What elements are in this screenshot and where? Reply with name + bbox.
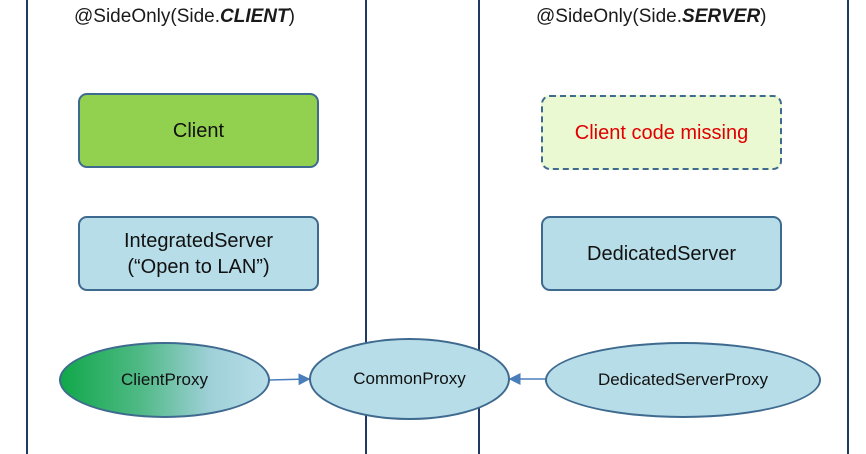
open-to-lan-label: (“Open to LAN”) <box>127 255 270 278</box>
dedicated-server-proxy-label: DedicatedServerProxy <box>597 370 769 389</box>
client-code-missing-label: Client code missing <box>574 121 749 144</box>
integrated-server-label: IntegratedServer <box>124 229 273 252</box>
client-box-label: Client <box>172 119 225 142</box>
client-heading-side: CLIENT <box>220 6 289 27</box>
server-heading-side: SERVER <box>682 6 761 27</box>
divider-center-left <box>365 0 367 454</box>
client-heading-prefix: @SideOnly(Side. <box>74 6 221 27</box>
client-code-missing-box: Client code missing <box>541 95 782 170</box>
dedicated-server-proxy-ellipse: DedicatedServerProxy <box>545 342 821 418</box>
common-proxy-label: CommonProxy <box>353 369 466 388</box>
common-proxy-ellipse: CommonProxy <box>309 338 510 420</box>
server-side-heading: @SideOnly(Side.SERVER) <box>536 6 767 28</box>
dedicated-server-label: DedicatedServer <box>587 242 736 265</box>
divider-right-outer <box>847 0 849 454</box>
client-side-heading: @SideOnly(Side.CLIENT) <box>74 6 295 28</box>
server-heading-prefix: @SideOnly(Side. <box>536 6 683 27</box>
client-heading-suffix: ) <box>288 6 295 27</box>
client-box: Client <box>78 93 319 168</box>
dedicated-server-box: DedicatedServer <box>541 216 782 291</box>
divider-center-right <box>478 0 480 454</box>
server-heading-suffix: ) <box>760 6 767 27</box>
integrated-server-box: IntegratedServer (“Open to LAN”) <box>78 216 319 291</box>
divider-left-outer <box>26 0 28 454</box>
client-to-common-arrow <box>268 373 311 386</box>
client-proxy-label: ClientProxy <box>121 370 208 389</box>
client-proxy-ellipse: ClientProxy <box>59 342 270 418</box>
